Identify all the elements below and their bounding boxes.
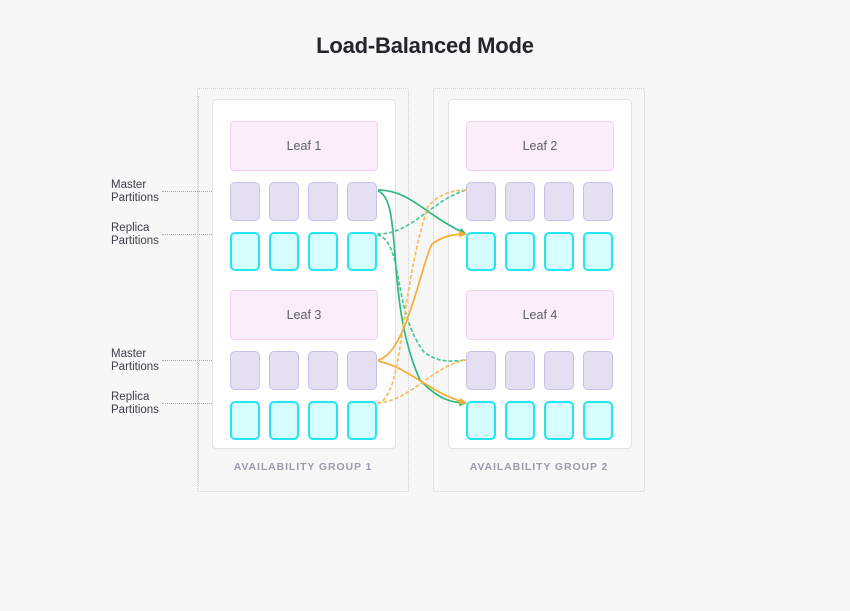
replica-partition[interactable] xyxy=(466,232,496,271)
master-partition[interactable] xyxy=(505,351,535,390)
replica-partition[interactable] xyxy=(544,232,574,271)
master-partition[interactable] xyxy=(544,351,574,390)
replica-partition[interactable] xyxy=(269,232,299,271)
replica-partition[interactable] xyxy=(230,401,260,440)
availability-group-1: Leaf 1 Leaf 3 xyxy=(197,88,409,492)
replica-partition[interactable] xyxy=(505,232,535,271)
master-partition[interactable] xyxy=(308,182,338,221)
label-line-1: Replica xyxy=(111,391,150,403)
master-partition-row-leaf-2 xyxy=(466,182,614,221)
leaf-box-1[interactable]: Leaf 1 xyxy=(230,121,378,171)
replica-partition[interactable] xyxy=(347,401,377,440)
replica-partition[interactable] xyxy=(347,232,377,271)
label-line-1: Master xyxy=(111,348,147,360)
label-master-partitions-bottom: Master Partitions xyxy=(111,348,201,374)
replica-partition[interactable] xyxy=(583,401,613,440)
leaf-block-1: Leaf 1 xyxy=(230,121,378,271)
replica-partition[interactable] xyxy=(308,232,338,271)
leaf-block-4: Leaf 4 xyxy=(466,290,614,440)
leader-line-replica-bottom xyxy=(162,403,228,404)
availability-group-2-caption: AVAILABILITY GROUP 2 xyxy=(469,461,609,473)
replica-partition[interactable] xyxy=(269,401,299,440)
label-line-2: Partitions xyxy=(111,404,159,416)
master-partition-row-leaf-4 xyxy=(466,351,614,390)
replica-partition[interactable] xyxy=(466,401,496,440)
master-partition[interactable] xyxy=(269,182,299,221)
replica-partition-row-leaf-2 xyxy=(466,232,614,271)
replica-partition[interactable] xyxy=(308,401,338,440)
master-partition-row-leaf-1 xyxy=(230,182,378,221)
leaf-block-2: Leaf 2 xyxy=(466,121,614,271)
master-partition[interactable] xyxy=(466,351,496,390)
master-partition[interactable] xyxy=(347,351,377,390)
master-partition[interactable] xyxy=(269,351,299,390)
label-line-1: Master xyxy=(111,179,147,191)
group-2-card: Leaf 2 Leaf 4 xyxy=(448,99,632,449)
replica-partition-row-leaf-1 xyxy=(230,232,378,271)
leader-line-master-bottom xyxy=(162,360,228,361)
replica-partition[interactable] xyxy=(583,232,613,271)
label-replica-partitions-top: Replica Partitions xyxy=(111,222,201,248)
master-partition[interactable] xyxy=(230,182,260,221)
label-line-2: Partitions xyxy=(111,192,159,204)
master-partition[interactable] xyxy=(505,182,535,221)
label-replica-partitions-bottom: Replica Partitions xyxy=(111,391,201,417)
label-guide-line xyxy=(198,96,199,486)
leader-line-replica-top xyxy=(162,234,228,235)
group-1-card: Leaf 1 Leaf 3 xyxy=(212,99,396,449)
page-title: Load-Balanced Mode xyxy=(316,33,534,58)
availability-group-1-caption: AVAILABILITY GROUP 1 xyxy=(233,461,373,473)
master-partition[interactable] xyxy=(544,182,574,221)
leaf-box-3[interactable]: Leaf 3 xyxy=(230,290,378,340)
replica-partition[interactable] xyxy=(544,401,574,440)
master-partition[interactable] xyxy=(466,182,496,221)
availability-group-2: Leaf 2 Leaf 4 xyxy=(433,88,645,492)
replica-partition-row-leaf-3 xyxy=(230,401,378,440)
replica-partition[interactable] xyxy=(505,401,535,440)
label-line-2: Partitions xyxy=(111,235,159,247)
replica-partition[interactable] xyxy=(230,232,260,271)
label-line-2: Partitions xyxy=(111,361,159,373)
master-partition-row-leaf-3 xyxy=(230,351,378,390)
master-partition[interactable] xyxy=(583,182,613,221)
leaf-block-3: Leaf 3 xyxy=(230,290,378,440)
master-partition[interactable] xyxy=(308,351,338,390)
leader-line-master-top xyxy=(162,191,228,192)
label-line-1: Replica xyxy=(111,222,150,234)
leaf-box-4[interactable]: Leaf 4 xyxy=(466,290,614,340)
label-master-partitions-top: Master Partitions xyxy=(111,179,201,205)
leaf-box-2[interactable]: Leaf 2 xyxy=(466,121,614,171)
master-partition[interactable] xyxy=(347,182,377,221)
replica-partition-row-leaf-4 xyxy=(466,401,614,440)
master-partition[interactable] xyxy=(583,351,613,390)
master-partition[interactable] xyxy=(230,351,260,390)
